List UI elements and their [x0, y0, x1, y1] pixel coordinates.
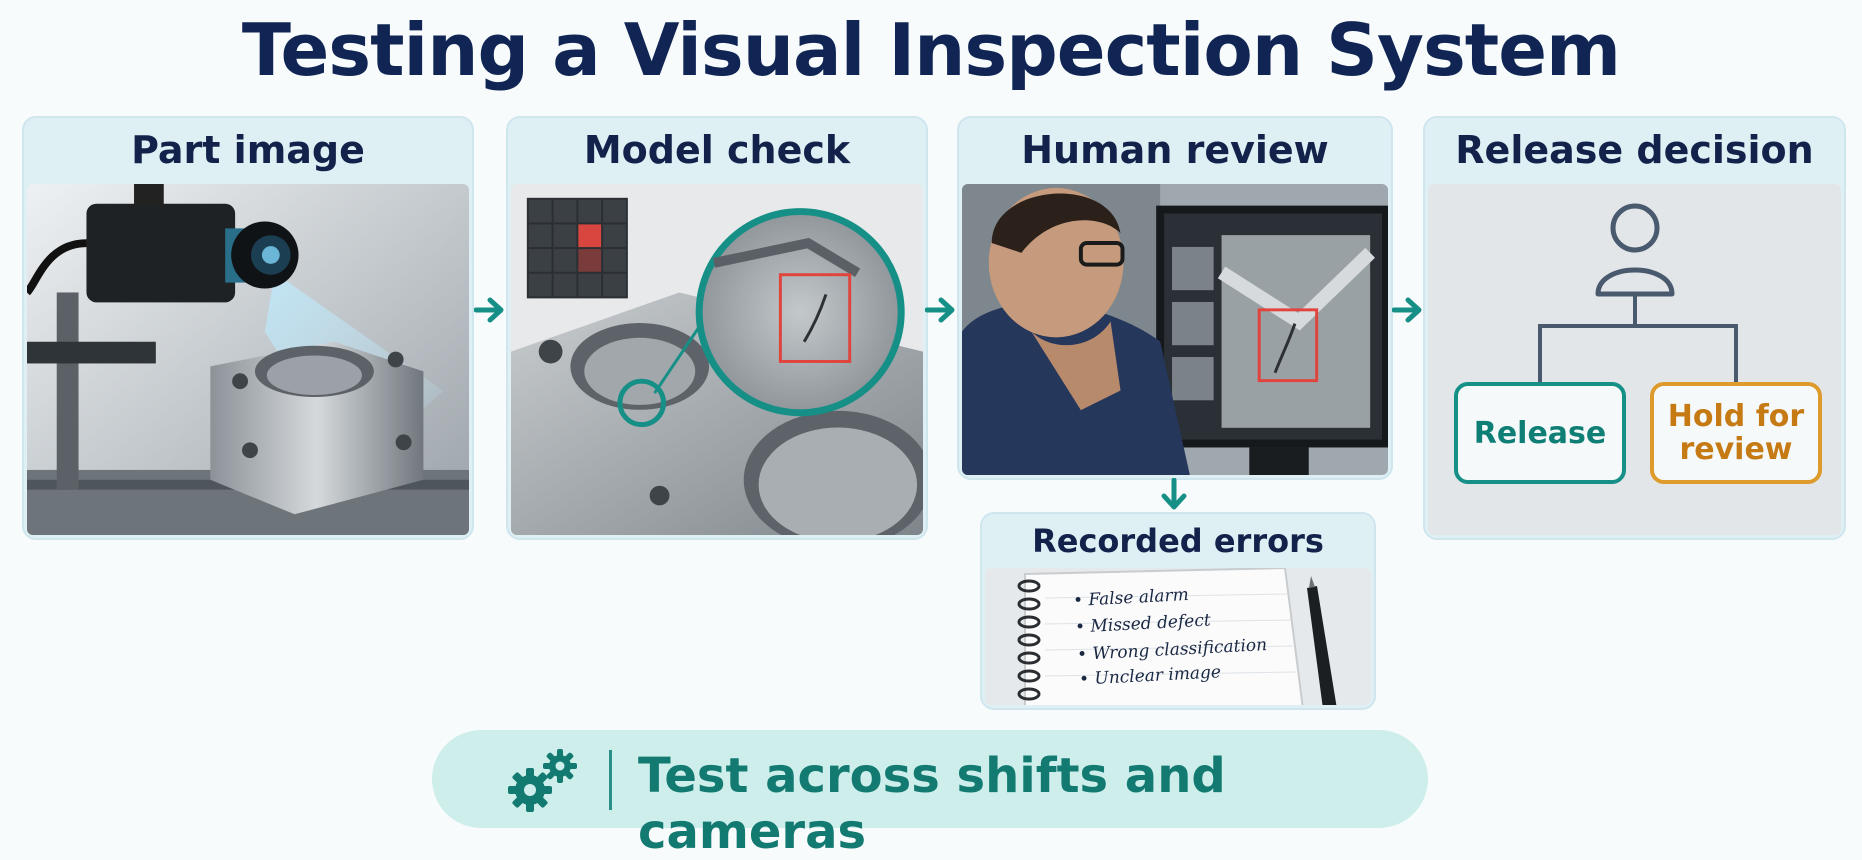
summary-banner: Test across shifts and cameras	[432, 730, 1428, 860]
decision-tree-lines	[1538, 203, 1738, 382]
banner-text: Test across shifts and cameras	[638, 748, 1226, 860]
panel-release-decision: Release decision Release Hold for review	[1423, 116, 1846, 540]
model-check-photo	[511, 184, 923, 535]
pixel-grid	[526, 197, 628, 299]
panel-model-check: Model check	[506, 116, 928, 540]
hold-for-review-option: Hold for review	[1650, 382, 1822, 484]
panel-part-image: Part image	[22, 116, 474, 540]
flow-arrow-3	[1392, 297, 1422, 323]
flow-arrow-2	[925, 297, 955, 323]
panel-human-review: Human review	[957, 116, 1393, 480]
camera-over-part-illustration	[27, 184, 469, 535]
flow-arrow-down	[1161, 478, 1187, 510]
panel-title-model-check: Model check	[583, 128, 851, 172]
reviewer-at-monitor-illustration	[962, 184, 1388, 475]
defect-zoom-illustration	[511, 184, 923, 535]
panel-title-recorded-errors: Recorded errors	[1032, 522, 1324, 560]
page-title: Testing a Visual Inspection System	[241, 8, 1621, 92]
banner-divider	[609, 750, 612, 810]
part-camera-photo	[27, 184, 469, 535]
notebook-photo: • False alarm • Missed defect • Wrong cl…	[985, 568, 1371, 705]
release-option: Release	[1454, 382, 1626, 484]
notebook-illustration	[1017, 568, 1337, 705]
panel-title-part-image: Part image	[131, 128, 365, 172]
human-review-photo	[962, 184, 1388, 475]
panel-title-release-decision: Release decision	[1455, 128, 1814, 172]
gears-icon	[508, 749, 577, 812]
person-icon	[1610, 203, 1660, 253]
decision-area: Release Hold for review	[1428, 184, 1841, 535]
flow-arrow-1	[474, 297, 504, 323]
panel-recorded-errors: Recorded errors • False alarm • Missed d…	[980, 512, 1376, 710]
panel-title-human-review: Human review	[1021, 128, 1329, 172]
